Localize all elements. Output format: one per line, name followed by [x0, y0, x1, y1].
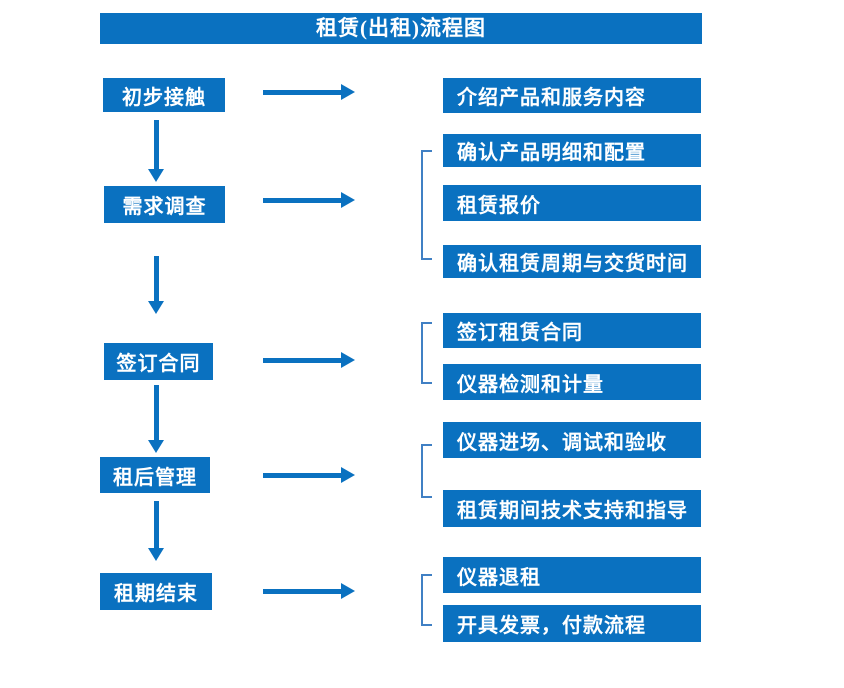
- group-bracket-icon: [421, 322, 432, 384]
- flowchart-title: 租赁(出租)流程图: [100, 13, 702, 44]
- arrow-down-icon: [148, 256, 164, 314]
- group-bracket-icon: [421, 444, 432, 498]
- detail-box-introduce-products: 介绍产品和服务内容: [443, 78, 701, 113]
- detail-box-technical-support: 租赁期间技术支持和指导: [443, 490, 701, 527]
- arrow-right-icon: [263, 352, 355, 368]
- detail-box-instrument-testing: 仪器检测和计量: [443, 364, 701, 400]
- detail-box-sign-rental-contract: 签订租赁合同: [443, 313, 701, 348]
- detail-box-instrument-commissioning: 仪器进场、调试和验收: [443, 422, 701, 458]
- stage-box-post-rental-management: 租后管理: [100, 457, 210, 493]
- arrow-right-icon: [263, 192, 355, 208]
- arrow-down-icon: [148, 501, 164, 561]
- detail-box-rental-quotation: 租赁报价: [443, 185, 701, 221]
- arrow-down-icon: [148, 120, 164, 182]
- group-bracket-icon: [421, 150, 432, 260]
- detail-box-confirm-product-details: 确认产品明细和配置: [443, 134, 701, 167]
- arrow-right-icon: [263, 583, 355, 599]
- detail-box-confirm-rental-period: 确认租赁周期与交货时间: [443, 245, 701, 278]
- stage-box-initial-contact: 初步接触: [103, 78, 225, 112]
- stage-box-sign-contract: 签订合同: [104, 343, 213, 380]
- detail-box-invoice-payment: 开具发票，付款流程: [443, 605, 701, 642]
- arrow-right-icon: [263, 467, 355, 483]
- stage-box-rental-end: 租期结束: [100, 573, 212, 610]
- group-bracket-icon: [421, 574, 432, 626]
- detail-box-instrument-return: 仪器退租: [443, 557, 701, 593]
- arrow-down-icon: [148, 385, 164, 453]
- stage-box-demand-survey: 需求调查: [104, 186, 225, 223]
- arrow-right-icon: [263, 84, 355, 100]
